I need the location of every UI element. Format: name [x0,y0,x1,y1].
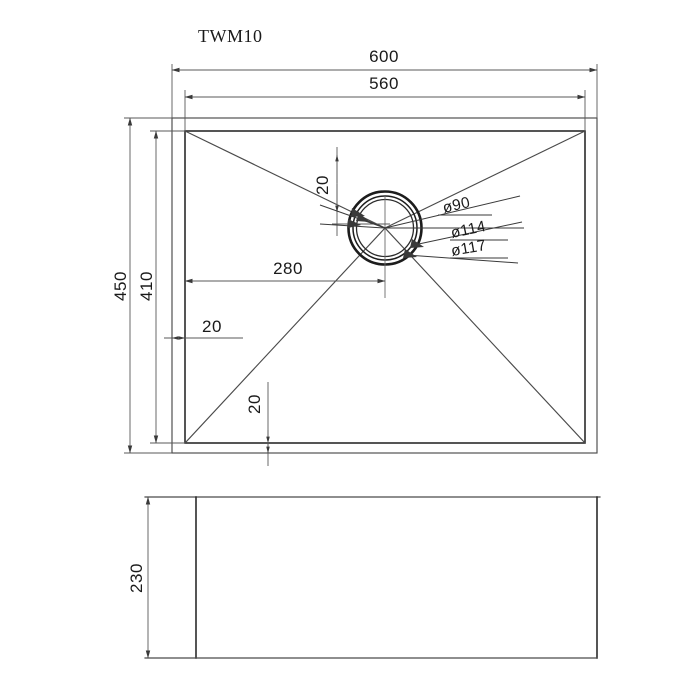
dimension-rim-top: 20 [313,147,390,236]
arrow-d117 [403,249,417,258]
dim-label-20-left: 20 [202,317,222,336]
dimension-depth: 230 [127,496,151,659]
drain-assembly [347,190,423,298]
arrow-left-upper [351,208,365,217]
lead-line-d114 [413,221,523,246]
dimension-inner-width: 560 [184,74,586,131]
dimension-overall-height: 450 [111,117,172,454]
callout-outer-diameter: ø117 [403,237,519,264]
dim-label-d117: ø117 [450,237,488,260]
lead-line-d90 [384,195,521,229]
slope-line-top-right [384,130,586,229]
dim-label-560: 560 [369,74,399,93]
dimension-rim-bottom: 20 [245,382,270,466]
dim-label-20-bottom: 20 [245,394,264,414]
lead-line-d117 [406,254,519,264]
slope-line-bottom-left [184,227,386,444]
drawing-title: TWM10 [198,26,263,46]
dimension-inner-height: 410 [137,130,185,444]
dim-label-450: 450 [111,271,130,301]
arrow-left-lower [348,219,361,228]
dim-label-d90: ø90 [441,194,472,217]
slope-line-bottom-right [384,227,586,444]
plan-inner-bowl [184,130,586,444]
dim-label-20-top: 20 [313,175,332,195]
dim-label-230: 230 [127,563,146,593]
dim-label-410: 410 [137,271,156,301]
plan-outer-rim [171,117,598,454]
dimension-drain-offset: 280 [184,259,386,284]
elevation-view-group [144,496,601,659]
dim-label-280: 280 [273,259,303,278]
dimension-rim-left: 20 [164,317,243,340]
dim-label-600: 600 [369,47,399,66]
dimension-overall-width: 600 [171,47,598,118]
arrow-d114 [410,239,424,248]
drain-left-leader-arrows [319,204,386,229]
